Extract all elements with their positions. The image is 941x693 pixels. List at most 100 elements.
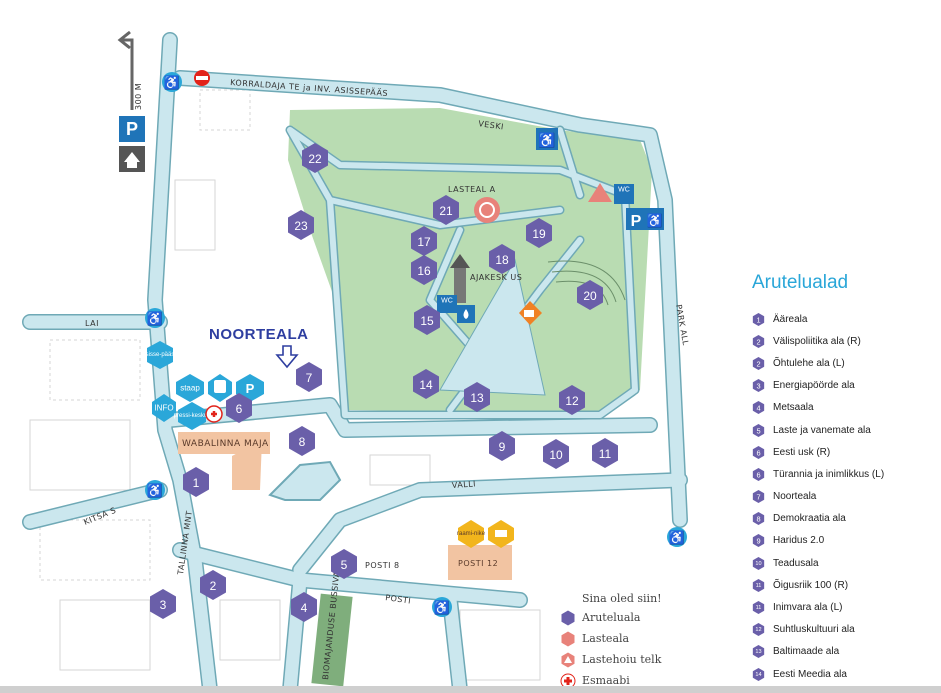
area-badge-20[interactable]: 20	[577, 280, 603, 310]
legend-item-label: Suhtluskultuuri ala	[773, 624, 855, 636]
wabalinna-label: WABALINNA MAJA	[182, 439, 269, 449]
area-badge-11[interactable]: 11	[592, 438, 618, 468]
map-legend-item: Aruteluala	[560, 607, 662, 628]
kids-area-marker	[474, 197, 500, 223]
parking-icon	[626, 208, 646, 230]
accessible-parking-icon	[646, 208, 664, 230]
posti12-services: raami-nike	[457, 520, 514, 548]
area-badge-1[interactable]: 1	[183, 467, 209, 497]
area-badge-12[interactable]: 12	[559, 385, 585, 415]
legend-item-label: Noorteala	[773, 491, 817, 503]
area-badge-13[interactable]: 13	[464, 382, 490, 412]
legend-item-label: Õigusriik 100 (R)	[773, 579, 849, 591]
svg-text:P: P	[126, 119, 138, 139]
first-aid-icon	[560, 673, 576, 688]
svg-text:9: 9	[499, 440, 506, 454]
svg-text:6: 6	[756, 448, 760, 457]
svg-text:13: 13	[470, 391, 484, 405]
legend-badge-icon: 6	[752, 467, 765, 481]
area-badge-3[interactable]: 3	[150, 589, 176, 619]
svg-text:POSTI: POSTI	[385, 593, 412, 606]
area-badge-9[interactable]: 9	[489, 431, 515, 461]
svg-text:♿: ♿	[164, 75, 180, 90]
svg-text:7: 7	[756, 493, 760, 502]
area-badge-2[interactable]: 2	[200, 570, 226, 600]
legend-badge-icon: 14	[752, 667, 765, 681]
area-badge-19[interactable]: 19	[526, 218, 552, 248]
legend-badge-icon: 5	[752, 423, 765, 437]
svg-text:WC: WC	[618, 187, 630, 194]
legend-item-label: Eesti Meedia ala	[773, 668, 847, 680]
area-badge-21[interactable]: 21	[433, 195, 459, 225]
svg-text:♿: ♿	[147, 311, 163, 326]
wc-central-icon	[437, 295, 457, 313]
svg-text:4: 4	[756, 404, 760, 413]
svg-text:♿: ♿	[669, 530, 685, 545]
central-services: WC	[437, 254, 475, 323]
raamimaja-icon	[458, 520, 484, 548]
area-badge-16[interactable]: 16	[411, 255, 437, 285]
place-labels: LASTEAL A AJAKESK US WABALINNA MAJA POST…	[182, 185, 522, 570]
area-badge-22[interactable]: 22	[302, 143, 328, 173]
area-badge-14[interactable]: 14	[413, 369, 439, 399]
wc-icon	[614, 184, 634, 204]
legend-badge-icon: 11	[752, 601, 765, 615]
legend-title: Arutelualad	[752, 272, 849, 293]
svg-text:13: 13	[755, 649, 761, 655]
legend-item-label: Türannia ja inimlikkus (L)	[773, 468, 885, 480]
legend-item: 7 Noorteala	[752, 486, 937, 508]
buildings	[178, 432, 512, 687]
area-badge-17[interactable]: 17	[411, 226, 437, 256]
noorteala-arrow-icon	[275, 345, 299, 369]
staap-icon	[176, 374, 204, 402]
area-badge-23[interactable]: 23	[288, 210, 314, 240]
area-badge-7[interactable]: 7	[296, 362, 322, 392]
legend-badge-icon: 6	[752, 445, 765, 459]
svg-text:11: 11	[756, 605, 762, 611]
svg-text:staap: staap	[180, 384, 200, 393]
svg-text:♿: ♿	[647, 213, 663, 228]
discussion-area-icon	[561, 610, 575, 625]
area-badge-10[interactable]: 10	[543, 439, 569, 469]
svg-text:7: 7	[306, 371, 313, 385]
moat	[268, 460, 342, 501]
svg-text:1: 1	[193, 476, 200, 490]
tent-icon	[561, 652, 575, 667]
svg-text:3: 3	[160, 598, 167, 612]
svg-text:9: 9	[756, 537, 760, 546]
posti12-label: POSTI 12	[458, 559, 498, 568]
parking-sign-icon	[119, 116, 145, 142]
bottom-bar	[0, 686, 941, 693]
svg-text:2: 2	[756, 337, 760, 346]
svg-text:2: 2	[210, 579, 217, 593]
area-badge-15[interactable]: 15	[414, 305, 440, 335]
legend-item-label: Haridus 2.0	[773, 535, 825, 547]
area-badge-18[interactable]: 18	[489, 244, 515, 274]
svg-text:10: 10	[549, 448, 563, 462]
legend-badge-icon: 3	[752, 379, 765, 393]
accessible-lai-icon	[145, 308, 165, 328]
area-badge-8[interactable]: 8	[289, 426, 315, 456]
svg-text:5: 5	[756, 426, 760, 435]
svg-text:20: 20	[583, 289, 597, 303]
roads	[22, 32, 688, 693]
svg-text:3: 3	[756, 382, 760, 391]
area-badge-5[interactable]: 5	[331, 549, 357, 579]
legend-badge-icon: 1	[752, 312, 765, 326]
area-badge-4[interactable]: 4	[291, 592, 317, 622]
area-badge-6[interactable]: 6	[226, 393, 252, 423]
legend-item-label: Energiapöörde ala	[773, 380, 855, 392]
orientation-signs: P	[117, 30, 145, 172]
svg-text:15: 15	[420, 314, 434, 328]
svg-text:8: 8	[299, 435, 306, 449]
legend-item: 14 Eesti Meedia ala	[752, 663, 937, 685]
east-services: WC P ♿	[588, 183, 664, 230]
